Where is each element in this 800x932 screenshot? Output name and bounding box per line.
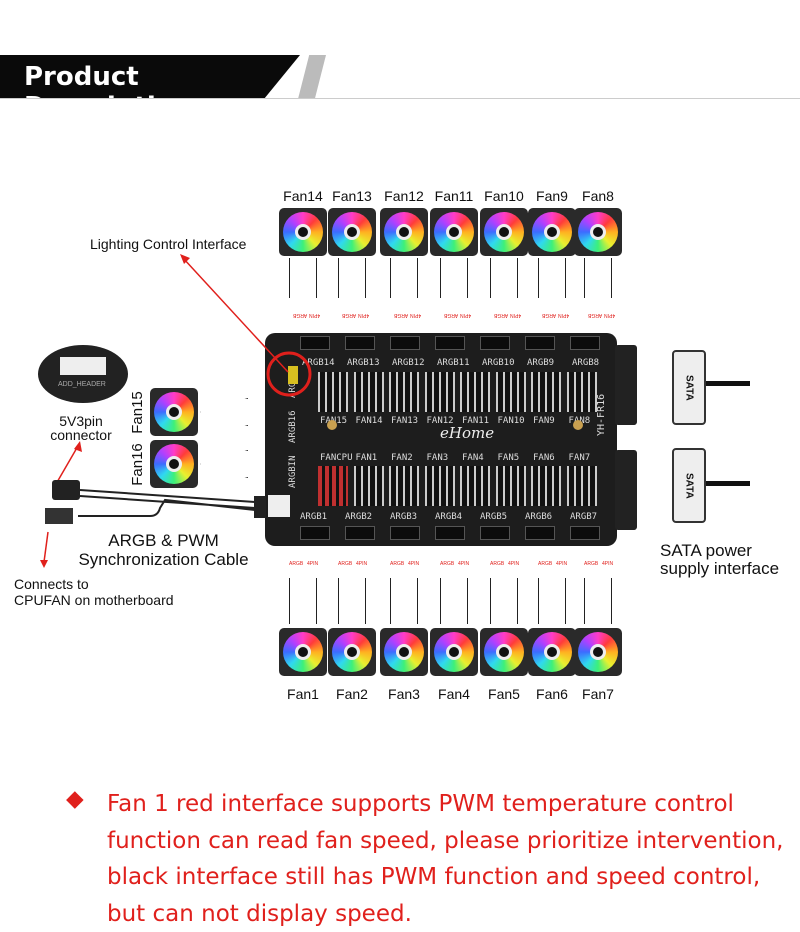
cable-end xyxy=(254,496,266,518)
connector-label-line: 5V3pin xyxy=(46,414,116,428)
lighting-arrow xyxy=(183,258,288,372)
arrow-head xyxy=(40,560,48,568)
connector-label-line: connector xyxy=(46,428,116,442)
bullet-icon: ◆ xyxy=(66,786,84,812)
cpufan-arrow xyxy=(44,532,48,562)
cable-label-line: ARGB & PWM xyxy=(66,531,261,550)
note-line: black interface still has PWM function a… xyxy=(107,859,783,896)
arrow-head xyxy=(180,254,190,264)
note-line: but can not display speed. xyxy=(107,896,783,932)
cpufan-label-line: CPUFAN on motherboard xyxy=(14,592,174,608)
argb-plug xyxy=(52,480,80,500)
highlight-circle xyxy=(268,353,310,395)
note-line: function can read fan speed, please prio… xyxy=(107,823,783,860)
sata-label-line: SATA power xyxy=(660,542,779,560)
note-line: Fan 1 red interface supports PWM tempera… xyxy=(107,786,783,823)
note-text: Fan 1 red interface supports PWM tempera… xyxy=(107,786,783,932)
sync-cable xyxy=(78,490,255,516)
connector-arrow xyxy=(56,446,78,484)
header-photo: ADD_HEADER xyxy=(38,345,128,403)
pwm-plug xyxy=(45,508,73,524)
sata-label-line: supply interface xyxy=(660,560,779,578)
header-photo-label: ADD_HEADER xyxy=(58,381,106,388)
cable-label-line: Synchronization Cable xyxy=(66,550,261,569)
header-plug xyxy=(60,357,106,375)
cpufan-label-line: Connects to xyxy=(14,576,174,592)
